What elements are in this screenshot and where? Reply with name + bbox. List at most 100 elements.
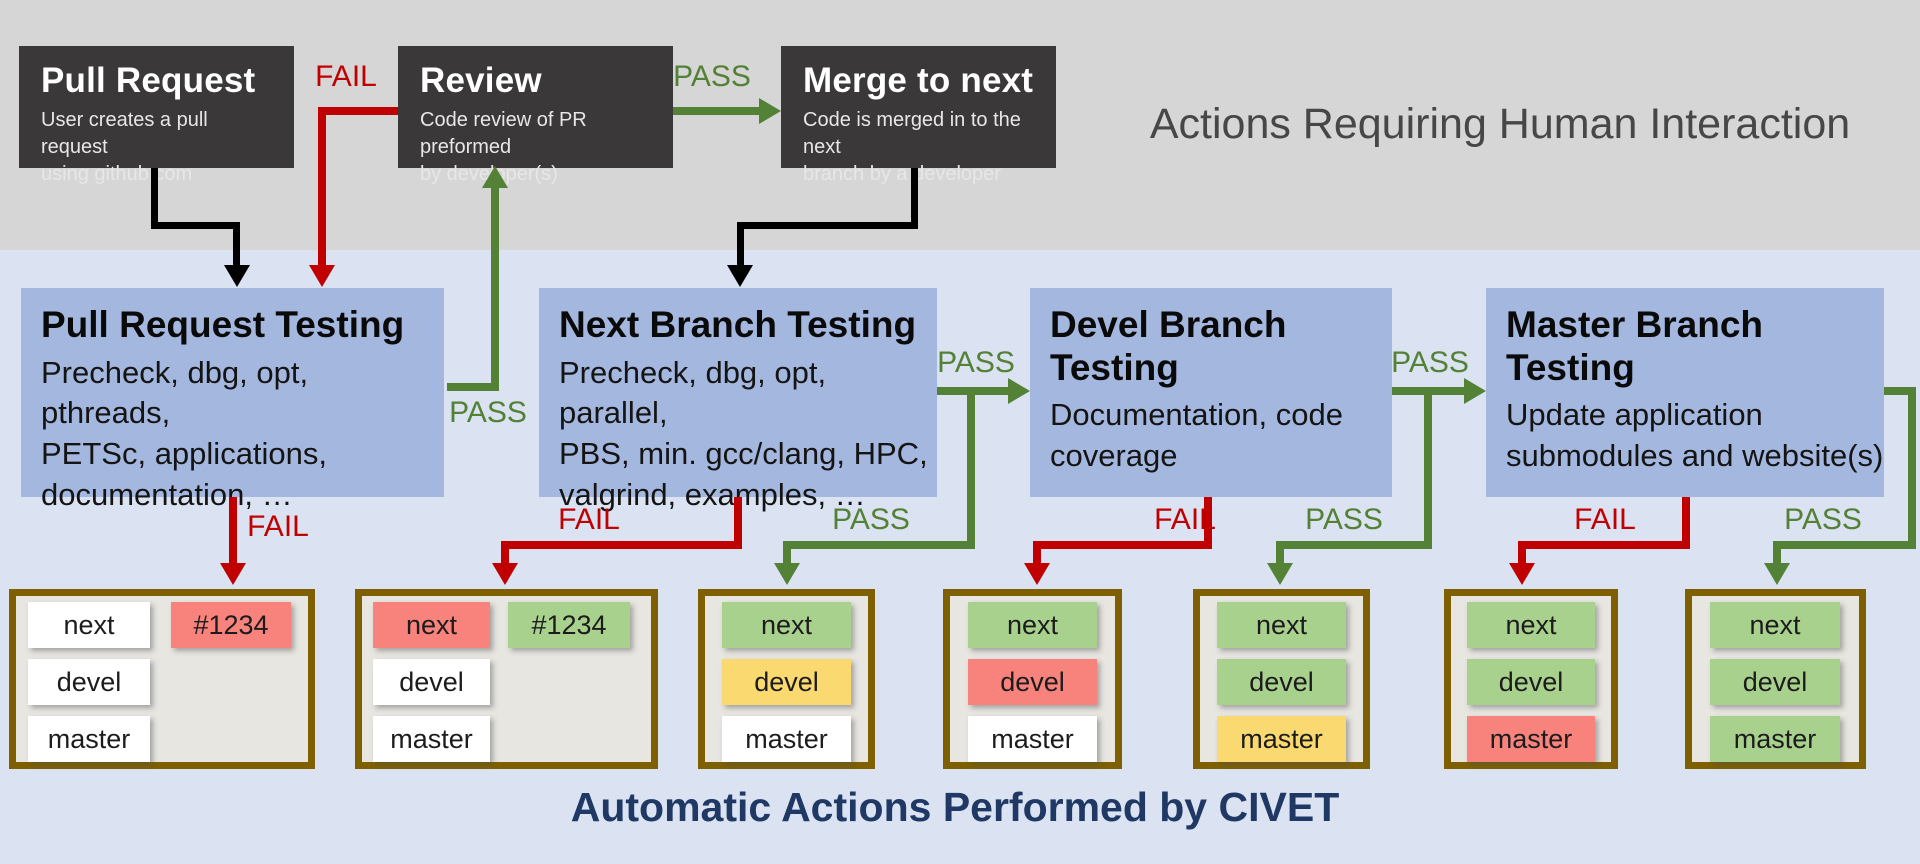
branch-chip: next xyxy=(1217,602,1346,648)
status-box: next #1234 devel master xyxy=(355,589,658,769)
test-box-master-branch-testing: Master Branch Testing Update application… xyxy=(1486,288,1884,497)
branch-chip: devel xyxy=(1217,659,1346,705)
branch-chip: master xyxy=(722,716,851,762)
pass-label-mid: PASS xyxy=(1305,503,1383,536)
branch-chip: master xyxy=(1467,716,1595,762)
arrow-segment xyxy=(1773,541,1781,563)
pass-label-mid: PASS xyxy=(832,503,910,536)
arrow-segment xyxy=(1884,387,1916,395)
test-box-next-branch-testing: Next Branch Testing Precheck, dbg, opt, … xyxy=(539,288,937,512)
human-band-title: Actions Requiring Human Interaction xyxy=(1149,100,1851,148)
arrow-segment xyxy=(734,497,742,549)
arrow-segment xyxy=(318,107,326,265)
status-box: next devel master xyxy=(698,589,875,769)
arrow-segment xyxy=(447,383,499,391)
auto-band-title: Automatic Actions Performed by CIVET xyxy=(570,784,1340,830)
arrow-segment xyxy=(229,497,237,563)
branch-chip: master xyxy=(373,716,490,762)
branch-chip: master xyxy=(1710,716,1840,762)
branch-chip: #1234 xyxy=(171,602,291,648)
arrow-segment xyxy=(491,188,499,391)
fail-label-mid: FAIL xyxy=(247,510,309,543)
test-title: Pull Request Testing xyxy=(41,304,405,345)
arrowhead-right-icon xyxy=(1464,378,1486,404)
arrow-segment xyxy=(318,107,398,115)
pass-label-next-branch: PASS xyxy=(937,346,1015,379)
fail-label-review: FAIL xyxy=(315,60,377,93)
branch-chip: master xyxy=(1217,716,1346,762)
status-box: next devel master xyxy=(1193,589,1370,769)
branch-chip: devel xyxy=(28,659,150,705)
test-title: Master Branch Testing xyxy=(1506,304,1764,388)
arrow-segment xyxy=(1518,541,1690,549)
arrowhead-down-icon xyxy=(727,265,753,287)
status-box: next devel master xyxy=(1685,589,1866,769)
status-box: next devel master xyxy=(1444,589,1618,769)
arrow-segment xyxy=(151,168,158,229)
branch-chip: devel xyxy=(1467,659,1595,705)
arrow-segment xyxy=(151,222,240,229)
arrowhead-right-icon xyxy=(759,98,781,124)
arrow-segment xyxy=(1908,387,1916,549)
branch-chip: next xyxy=(968,602,1097,648)
arrowhead-down-icon xyxy=(1024,563,1050,585)
arrow-segment xyxy=(783,541,975,549)
arrowhead-up-icon xyxy=(482,166,508,188)
step-box-review: Review Code review of PR preformed by de… xyxy=(398,46,673,185)
step-title: Merge to next xyxy=(803,61,1034,100)
pass-label-review: PASS xyxy=(673,60,751,93)
branch-chip: next xyxy=(1710,602,1840,648)
arrowhead-down-icon xyxy=(1509,563,1535,585)
branch-chip: next xyxy=(373,602,490,648)
arrow-segment xyxy=(737,222,918,229)
branch-chip: master xyxy=(968,716,1097,762)
arrow-segment xyxy=(1518,541,1526,563)
fail-label-mid: FAIL xyxy=(558,503,620,536)
branch-chip: devel xyxy=(1710,659,1840,705)
test-box-devel-branch-testing: Devel Branch Testing Documentation, code… xyxy=(1030,288,1392,497)
arrow-segment xyxy=(737,222,744,265)
arrow-segment xyxy=(1033,541,1041,563)
arrow-segment xyxy=(911,168,918,229)
branch-chip: next xyxy=(722,602,851,648)
pass-label-devel-branch: PASS xyxy=(1391,346,1469,379)
test-title: Devel Branch Testing xyxy=(1050,304,1287,388)
arrow-segment xyxy=(1682,497,1690,549)
arrowhead-down-icon xyxy=(1764,563,1790,585)
arrowhead-down-icon xyxy=(224,265,250,287)
arrow-segment xyxy=(501,541,742,549)
step-description: User creates a pull request using github… xyxy=(41,109,208,186)
arrow-segment xyxy=(783,541,791,563)
branch-chip: devel xyxy=(968,659,1097,705)
arrow-segment xyxy=(501,541,509,563)
arrow-segment xyxy=(1033,541,1212,549)
test-description: Update application submodules and websit… xyxy=(1506,397,1884,473)
step-box-pull-request: Pull Request User creates a pull request… xyxy=(19,46,294,185)
arrowhead-right-icon xyxy=(1008,378,1030,404)
arrowhead-down-icon xyxy=(309,265,335,287)
pass-label-mid: PASS xyxy=(1784,503,1862,536)
step-title: Review xyxy=(420,61,542,100)
branch-chip: devel xyxy=(373,659,490,705)
arrow-segment xyxy=(1204,497,1212,549)
pass-label-pr-testing: PASS xyxy=(449,396,527,429)
step-description: Code is merged in to the next branch by … xyxy=(803,109,1021,186)
arrowhead-down-icon xyxy=(774,563,800,585)
test-description: Precheck, dbg, opt, parallel, PBS, min. … xyxy=(559,354,928,513)
arrow-segment xyxy=(233,222,240,265)
test-title: Next Branch Testing xyxy=(559,304,917,345)
test-box-pull-request-testing: Pull Request Testing Precheck, dbg, opt,… xyxy=(21,288,444,512)
branch-chip: #1234 xyxy=(508,602,630,648)
branch-chip: devel xyxy=(722,659,851,705)
arrowhead-down-icon xyxy=(492,563,518,585)
arrowhead-down-icon xyxy=(220,563,246,585)
arrow-segment xyxy=(1424,387,1432,549)
fail-label-mid: FAIL xyxy=(1574,503,1636,536)
arrow-segment xyxy=(1773,541,1916,549)
test-description: Precheck, dbg, opt, pthreads, PETSc, app… xyxy=(41,354,328,513)
step-box-merge-to-next: Merge to next Code is merged in to the n… xyxy=(781,46,1056,185)
step-title: Pull Request xyxy=(41,61,256,100)
fail-label-mid: FAIL xyxy=(1154,503,1216,536)
arrow-segment xyxy=(1276,541,1284,563)
